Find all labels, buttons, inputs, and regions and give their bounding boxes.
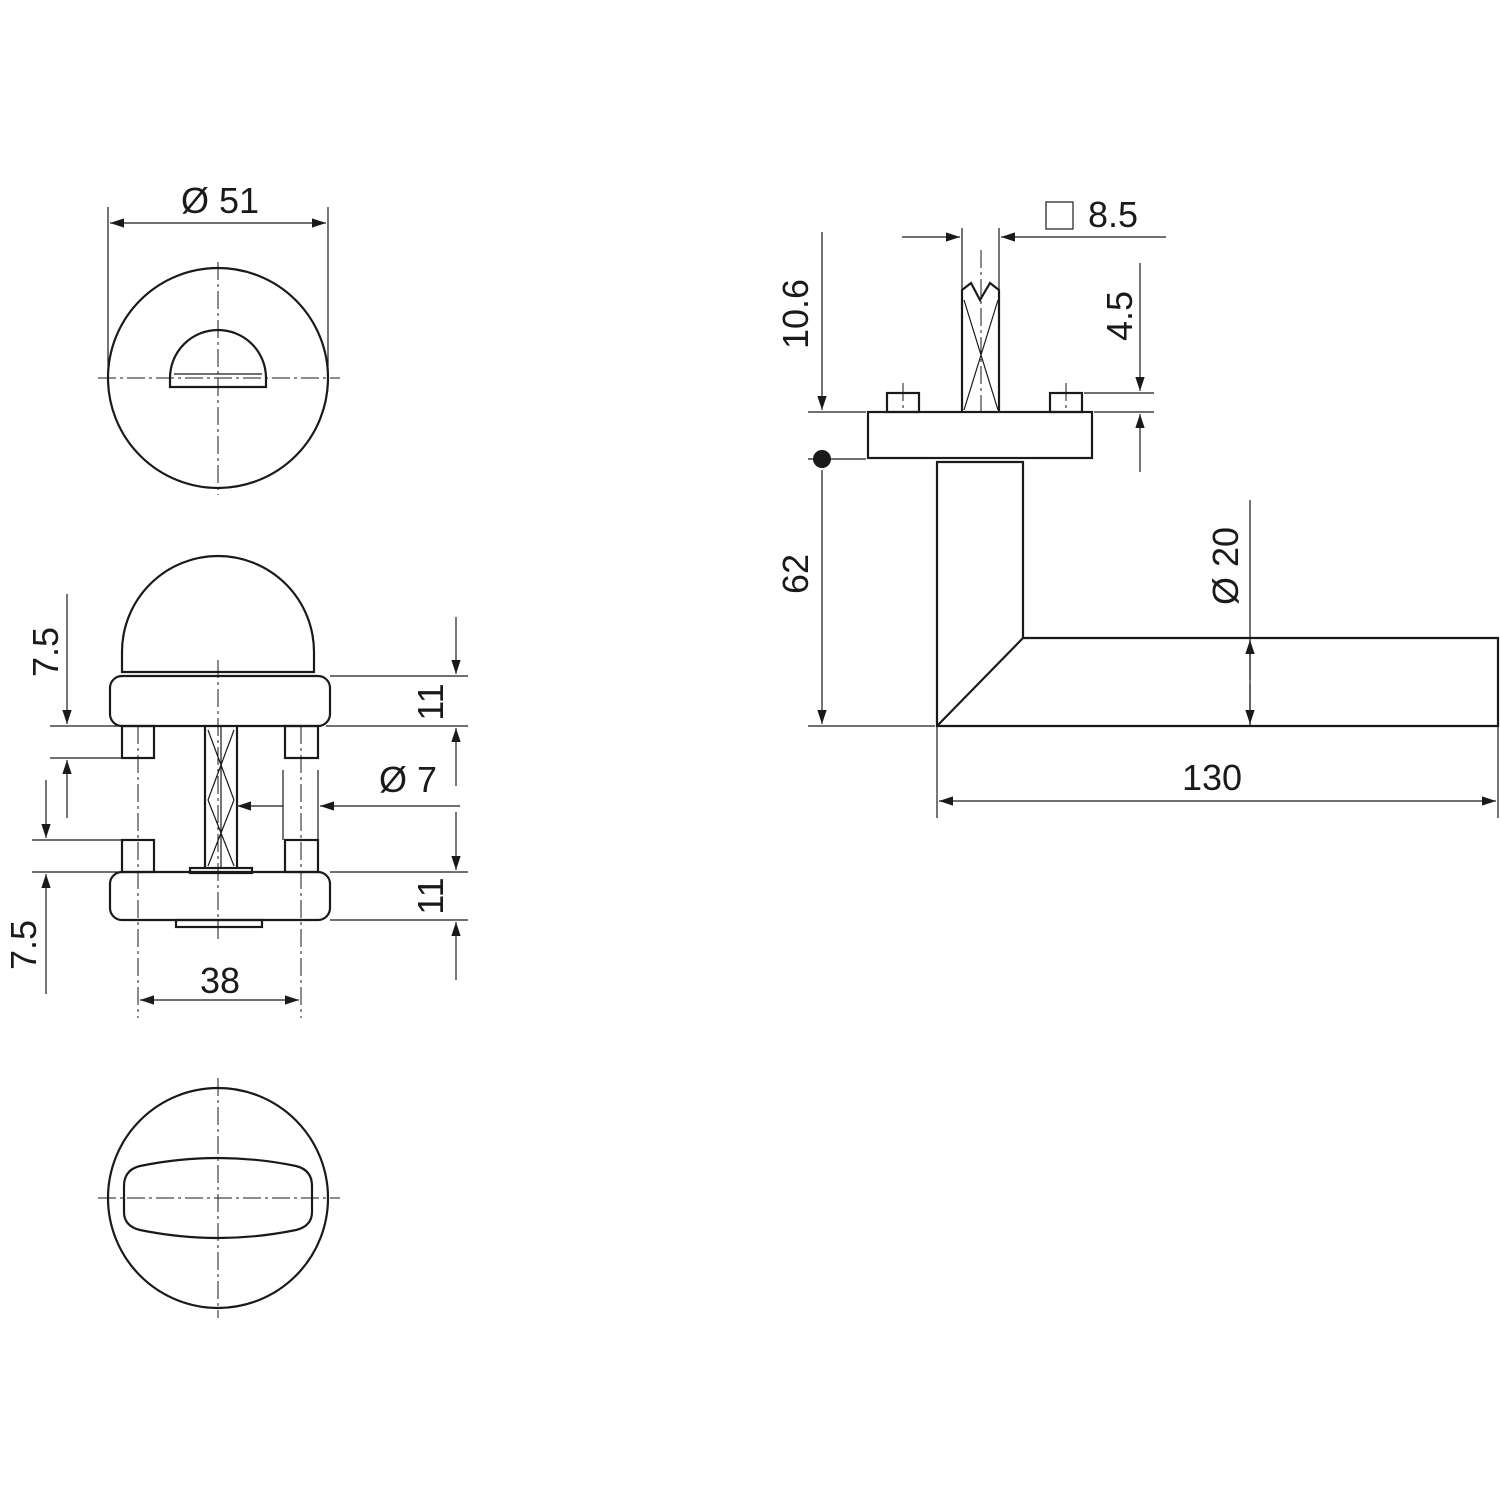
dim-spindle-offset: 10.6 (775, 279, 816, 349)
dim-screw-spacing: 38 (200, 960, 240, 1001)
turn-slot (168, 328, 268, 389)
square-symbol-icon (1045, 201, 1074, 230)
turn-knob (120, 554, 316, 674)
dim-rose-thickness-top: 11 (410, 683, 451, 720)
dim-release-height: 7.5 (3, 920, 44, 970)
dim-rose-diameter: Ø 51 (181, 180, 259, 221)
thumb-turn-side-view: 7.5 11 Ø 7 11 7.5 38 (3, 554, 468, 1018)
dim-square-spindle: 8.5 (1088, 194, 1138, 235)
dim-lever-diameter: Ø 20 (1205, 527, 1246, 605)
dim-rose-step: 4.5 (1099, 291, 1140, 341)
dim-turn-height: 7.5 (25, 627, 66, 677)
release-slot (174, 918, 264, 929)
emergency-release-front-view (98, 1078, 340, 1318)
release-grip (122, 1156, 314, 1240)
dim-lever-height: 62 (775, 554, 816, 594)
dim-lever-length: 130 (1182, 757, 1242, 798)
lever-handle-side-view: 8.5 10.6 62 4.5 Ø 20 130 (775, 194, 1500, 818)
dim-rose-thickness-bottom: 11 (410, 877, 451, 914)
rose-plate-top (108, 674, 332, 728)
rose-plate-bottom (108, 870, 332, 922)
dim-spindle-diameter: Ø 7 (379, 759, 437, 800)
lever-rose (866, 410, 1094, 460)
square-spindle (960, 281, 1001, 412)
thumb-turn-front-view: Ø 51 (98, 180, 340, 495)
